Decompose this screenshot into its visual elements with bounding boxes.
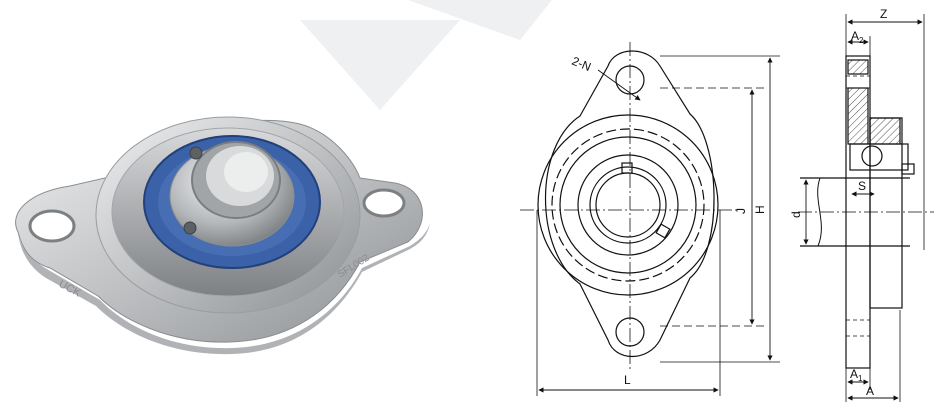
label-a1: A1 (850, 367, 863, 383)
label-a: A (866, 384, 874, 398)
set-screw-icon (189, 146, 203, 160)
front-view-drawing (520, 42, 780, 396)
set-screw-icon (183, 221, 197, 235)
watermark (300, 0, 552, 110)
right-bolt-hole (362, 188, 406, 218)
front-view-labels: 2-N L J H (570, 54, 767, 387)
label-l: L (624, 373, 631, 387)
flange-outline (545, 50, 715, 358)
label-s: S (858, 179, 866, 193)
label-z: Z (880, 7, 887, 21)
label-j: J (734, 208, 748, 214)
label-d: d (789, 211, 803, 218)
side-view-drawing (798, 14, 934, 402)
left-bolt-hole (28, 209, 76, 243)
label-a2: A2 (851, 29, 864, 45)
label-2-n: 2-N (570, 54, 593, 74)
label-h: H (753, 205, 767, 214)
bearing-photo: UCK SFL002 (15, 116, 430, 355)
side-view-labels: Z A2 d S A1 A (789, 7, 887, 398)
